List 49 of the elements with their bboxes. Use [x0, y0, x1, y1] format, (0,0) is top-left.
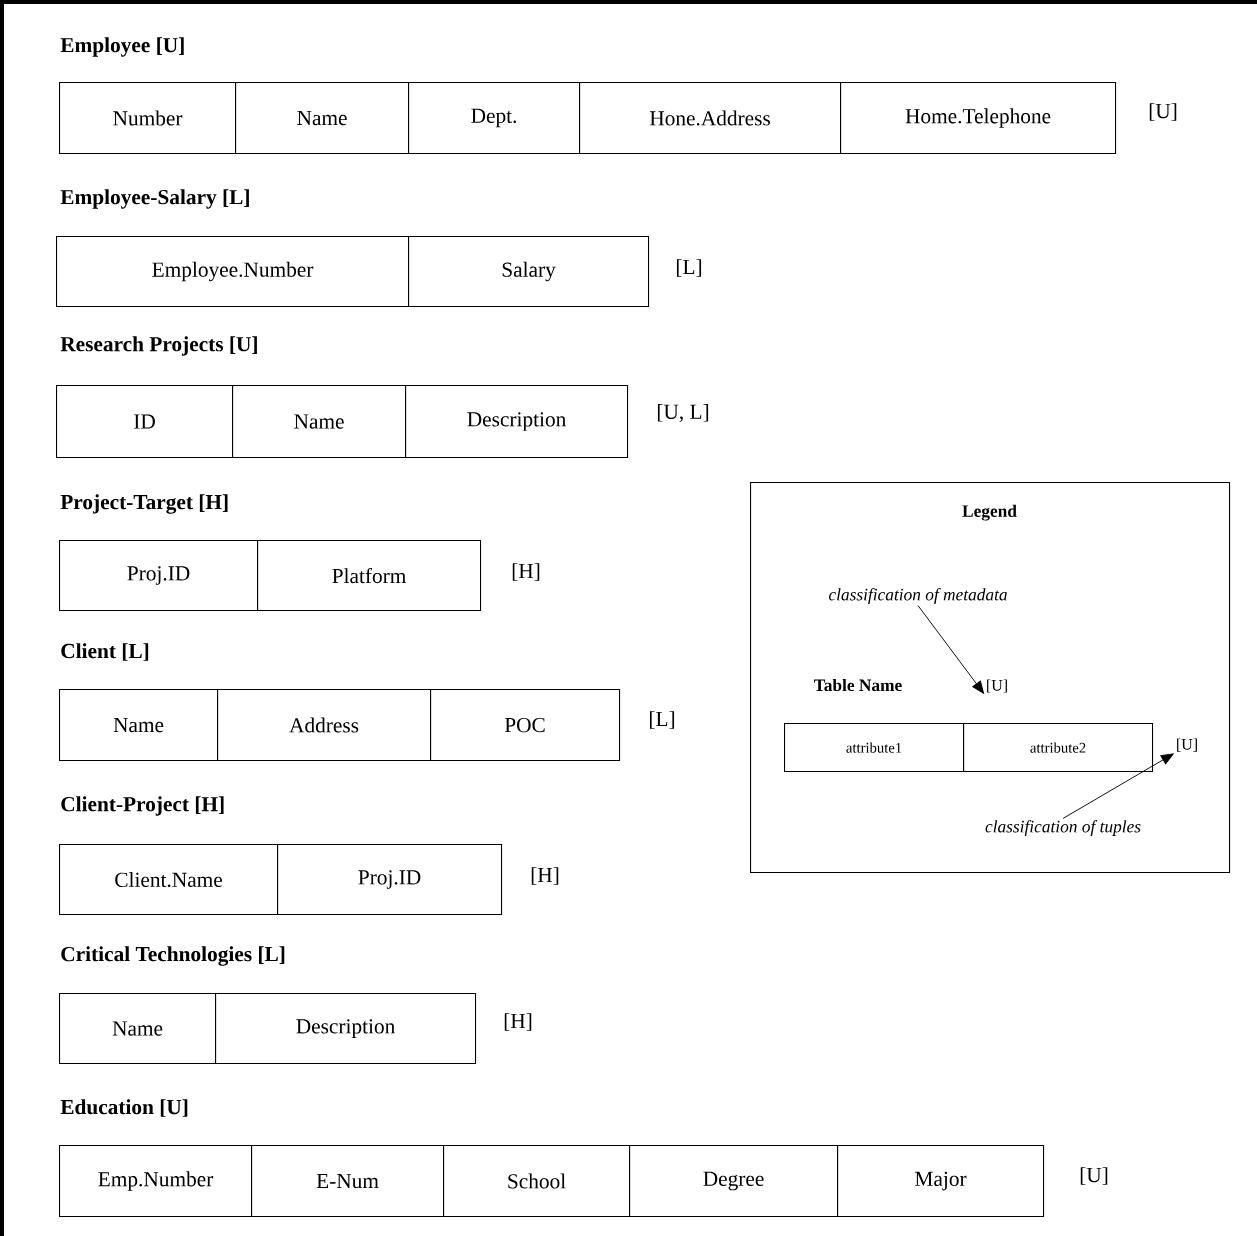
table-cell: Name — [232, 385, 407, 459]
table-cell: Name — [59, 993, 217, 1065]
table-cell: attribute2 — [963, 723, 1154, 773]
classification-tag: [H] — [531, 867, 559, 885]
table-cell: Proj.ID — [277, 844, 503, 916]
table-cell: POC — [430, 689, 621, 762]
table-title: Table Name — [814, 678, 902, 692]
table-cell: Employee.Number — [56, 236, 410, 308]
table-title: Employee-Salary [L] — [60, 189, 249, 209]
classification-tag: [U, L] — [657, 403, 709, 423]
table-cell: Client.Name — [59, 844, 279, 916]
table-title: Client-Project [H] — [61, 796, 224, 816]
classification-tag: [U] — [1149, 103, 1177, 121]
table-title: Critical Technologies [L] — [61, 946, 285, 966]
table-title: Project-Target [H] — [60, 494, 228, 514]
table-cell: attribute1 — [784, 723, 965, 773]
table-title: Research Projects [U] — [60, 336, 257, 356]
table-title: Client [L] — [61, 643, 149, 661]
table-cell: Description — [405, 385, 629, 459]
table-cell: Proj.ID — [59, 540, 259, 612]
table-cell: Number — [59, 82, 237, 155]
table-cell: Major — [837, 1145, 1045, 1218]
classification-tag: [H] — [512, 563, 540, 581]
table-cell: Dept. — [408, 82, 581, 155]
table-cell: Description — [215, 993, 477, 1065]
table-cell: E-Num — [251, 1145, 445, 1218]
annotation-text: classification of tuples — [985, 820, 1141, 836]
classification-tag: [L] — [650, 711, 675, 729]
annotation-text: classification of metadata — [829, 588, 1007, 604]
classification-tag: [U] — [987, 679, 1007, 693]
classification-tag: [U] — [1080, 1167, 1108, 1185]
table-cell: Emp.Number — [59, 1145, 253, 1218]
table-cell: Home.Telephone — [840, 82, 1117, 155]
classification-tag: [H] — [504, 1013, 532, 1031]
table-cell: Address — [217, 689, 432, 762]
arrow — [1062, 753, 1174, 819]
table-cell: School — [443, 1145, 631, 1218]
table-cell: ID — [56, 385, 234, 459]
classification-tag: [L] — [677, 259, 702, 277]
table-cell: Hone.Address — [579, 82, 842, 155]
arrow — [917, 605, 984, 694]
classification-tag: [U] — [1177, 738, 1197, 752]
table-cell: Name — [59, 689, 219, 762]
table-cell: Salary — [408, 236, 650, 308]
table-title: Education [U] — [60, 1099, 188, 1117]
table-title: Employee [U] — [60, 37, 184, 57]
table-cell: Platform — [257, 540, 482, 612]
table-cell: Degree — [629, 1145, 839, 1218]
table-cell: Name — [235, 82, 410, 155]
